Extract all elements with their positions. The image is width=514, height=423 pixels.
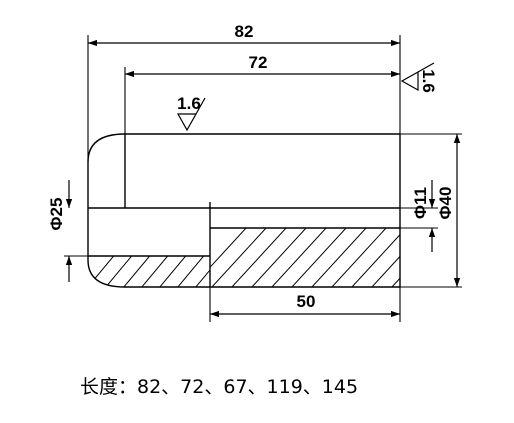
dim-dia-large-label: Φ40 (436, 187, 455, 220)
section-hatch-large (210, 228, 400, 287)
section-hatch-small (88, 256, 210, 287)
dim-step-length: 50 (210, 292, 400, 318)
roughness-symbol-top: 1.6 (176, 94, 206, 132)
dim-overall-length-label: 82 (235, 22, 254, 41)
roughness-right-label: 1.6 (419, 69, 438, 93)
part-outline (87, 133, 401, 288)
roughness-symbol-right: 1.6 (400, 62, 438, 93)
dim-dia-large: Φ40 (436, 134, 461, 287)
dim-bore-length-label: 72 (249, 53, 268, 72)
dim-step-length-label: 50 (297, 292, 316, 311)
dim-dia-bore-label: Φ11 (411, 187, 430, 219)
caption-lengths: 长度：82、72、67、119、145 (80, 376, 359, 398)
roughness-top-label: 1.6 (177, 94, 201, 113)
dim-overall-length: 82 (88, 22, 400, 47)
dim-bore-length: 72 (125, 53, 400, 78)
extension-lines (64, 35, 462, 322)
dim-dia-small: Φ25 (47, 180, 73, 282)
dim-dia-small-label: Φ25 (47, 198, 66, 231)
dim-dia-bore: Φ11 (411, 180, 436, 252)
